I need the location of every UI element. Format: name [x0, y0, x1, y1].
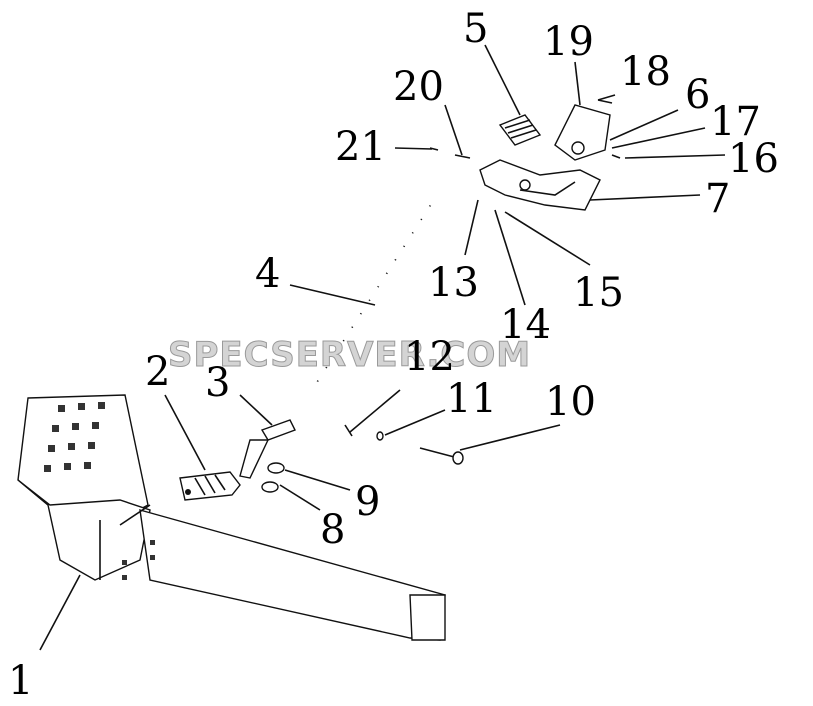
part-3-link: [239, 419, 296, 479]
callout-numbers: 1 2 3 4 5 6 7 8 9 10 11 12 13 14 15 16 1…: [8, 6, 779, 704]
callout-17: 17: [710, 99, 761, 145]
part-8-nut: [261, 481, 279, 493]
part-1-frame-beam: [17, 394, 446, 641]
callout-18: 18: [620, 49, 671, 95]
callout-10: 10: [545, 379, 596, 425]
part-6-hinge-bracket: [554, 104, 611, 161]
callout-13: 13: [428, 260, 479, 306]
watermark: SPECSERVER.COM: [168, 335, 531, 375]
callout-16: 16: [728, 136, 779, 182]
part-7-hook: [479, 159, 601, 211]
callout-2: 2: [145, 349, 170, 395]
callout-9: 9: [355, 479, 380, 525]
callout-15: 15: [573, 270, 624, 316]
part-12-cotter-pin: [344, 424, 353, 437]
callout-6: 6: [685, 72, 710, 118]
callout-8: 8: [320, 507, 345, 553]
part-16-pin: [611, 154, 621, 159]
part-4-chain: [309, 192, 440, 393]
callout-3: 3: [205, 360, 230, 406]
part-20-pin: [454, 154, 471, 159]
part-9-washer: [267, 462, 285, 474]
leader-lines: [39, 44, 726, 651]
part-5-pad: [498, 114, 542, 146]
callout-1: 1: [8, 658, 33, 704]
callout-19: 19: [543, 19, 594, 65]
part-11-pin: [376, 431, 384, 441]
part-2-bracket: [179, 471, 241, 501]
callout-21: 21: [335, 124, 386, 170]
callout-14: 14: [500, 302, 551, 348]
callout-20: 20: [393, 64, 444, 110]
callout-5: 5: [463, 6, 488, 52]
callout-11: 11: [446, 376, 497, 422]
callout-12: 12: [404, 334, 455, 380]
part-10-bolt: [419, 447, 464, 465]
callout-7: 7: [705, 176, 730, 222]
callout-4: 4: [255, 251, 280, 297]
part-18-pin: [597, 99, 613, 104]
